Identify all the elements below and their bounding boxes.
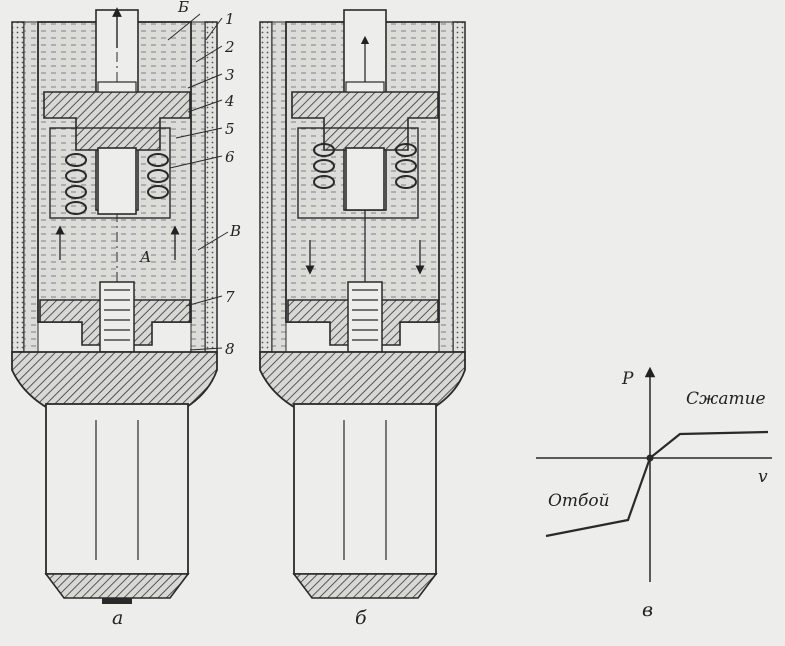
- shock-absorber-a: [11, 7, 218, 604]
- callout-2: 2: [224, 38, 235, 56]
- rebound-label: Отбой: [548, 491, 610, 511]
- caption-b: б: [355, 607, 367, 629]
- valve-housing: [49, 127, 171, 219]
- lower-body-a: [45, 403, 189, 575]
- caption-c: в: [642, 599, 653, 621]
- callout-leaders: [167, 13, 229, 351]
- rebound-spring-a: [65, 153, 169, 215]
- outer-wall-right: [204, 21, 218, 353]
- label-letter-a-chamber: А: [139, 248, 151, 266]
- characteristic-curve: [545, 430, 769, 538]
- label-letter-b-top: Б: [177, 0, 189, 16]
- piston-b: [291, 91, 439, 151]
- lower-body-b: [293, 403, 437, 575]
- rebound-spring-b: [313, 143, 417, 189]
- reservoir-left: [23, 21, 39, 353]
- callout-8: 8: [225, 340, 235, 358]
- shock-absorber-b: [259, 9, 466, 599]
- compression-label: Сжатие: [686, 389, 766, 409]
- callout-5: 5: [225, 120, 235, 138]
- callout-7: 7: [225, 288, 235, 306]
- x-axis-label: v: [758, 467, 768, 487]
- caption-a: а: [112, 607, 123, 629]
- piston: [43, 91, 191, 151]
- callout-3: 3: [225, 66, 235, 84]
- force-velocity-graph: [536, 366, 772, 582]
- outer-wall-left: [11, 21, 25, 353]
- y-axis-label: P: [621, 369, 634, 389]
- label-letter-v: В: [229, 222, 241, 240]
- callout-4: 4: [224, 92, 235, 110]
- callout-6: 6: [225, 148, 235, 166]
- callout-1: 1: [225, 10, 235, 28]
